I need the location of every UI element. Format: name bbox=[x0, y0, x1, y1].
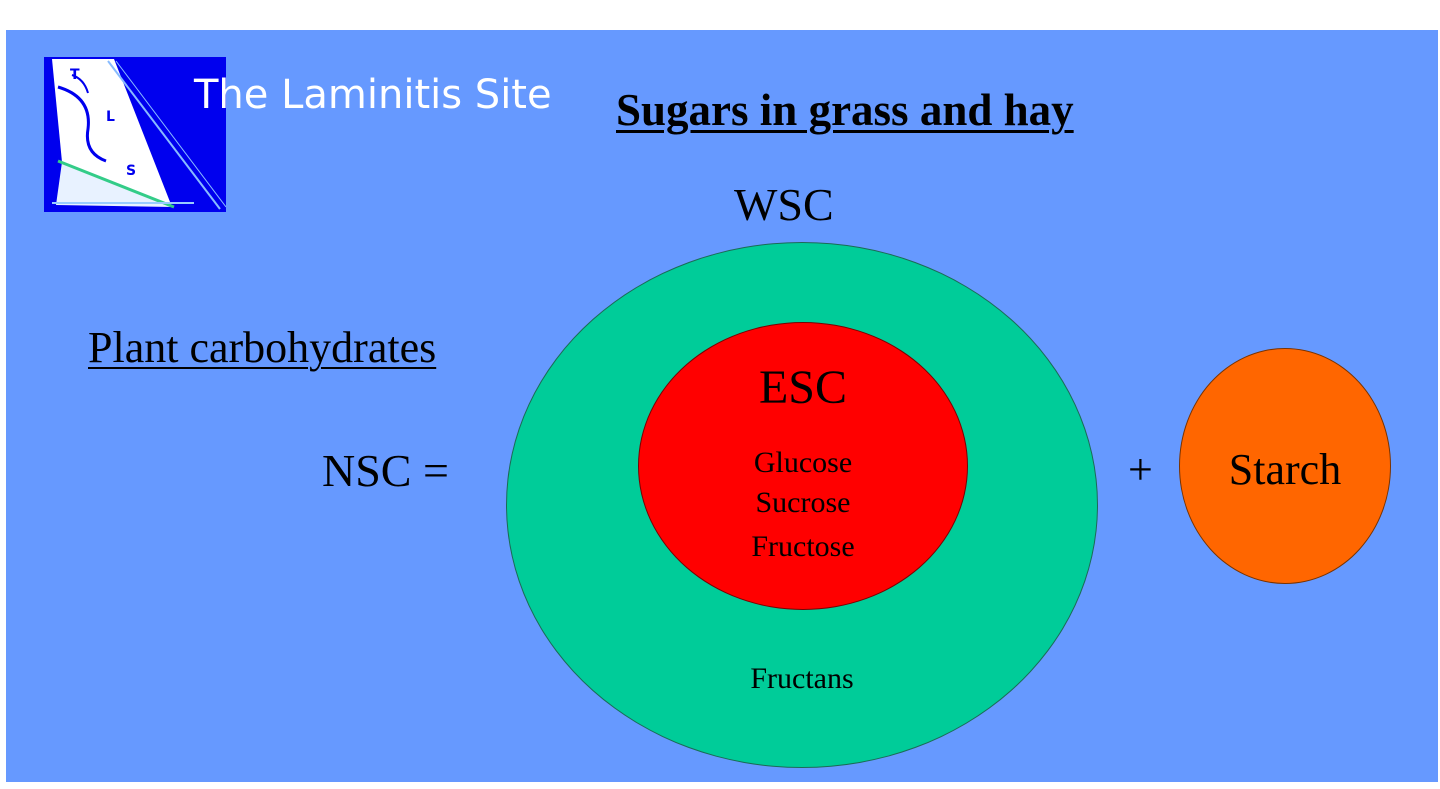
sugar-fructose: Fructose bbox=[751, 530, 855, 563]
slide: T L S The Laminitis Site Sugars in grass… bbox=[6, 30, 1438, 782]
esc-circle bbox=[638, 322, 968, 610]
plant-carbohydrates-heading: Plant carbohydrates bbox=[88, 323, 437, 372]
starch-label: Starch bbox=[1228, 445, 1342, 494]
diagram-title: Sugars in grass and hay bbox=[616, 85, 1074, 135]
logo-letter-t: T bbox=[70, 67, 80, 83]
laminitis-site-logo: T L S bbox=[44, 57, 226, 212]
logo-letter-l: L bbox=[106, 109, 115, 125]
logo-bone-outline bbox=[57, 85, 107, 163]
sugar-sucrose: Sucrose bbox=[755, 486, 851, 519]
logo-diagonal-line bbox=[107, 60, 221, 210]
wsc-label: WSC bbox=[734, 179, 834, 230]
logo-bone-detail bbox=[71, 74, 89, 94]
plus-sign: + bbox=[1128, 445, 1153, 494]
fructans-label: Fructans bbox=[750, 662, 854, 695]
esc-label: ESC bbox=[758, 361, 848, 414]
site-name: The Laminitis Site bbox=[194, 72, 552, 118]
logo-green-line bbox=[57, 159, 175, 209]
logo-diagonal-line-2 bbox=[115, 60, 226, 208]
nsc-equals-label: NSC = bbox=[322, 445, 449, 496]
starch-circle bbox=[1179, 348, 1391, 584]
sugar-glucose: Glucose bbox=[753, 446, 853, 479]
logo-letter-s: S bbox=[126, 163, 136, 179]
